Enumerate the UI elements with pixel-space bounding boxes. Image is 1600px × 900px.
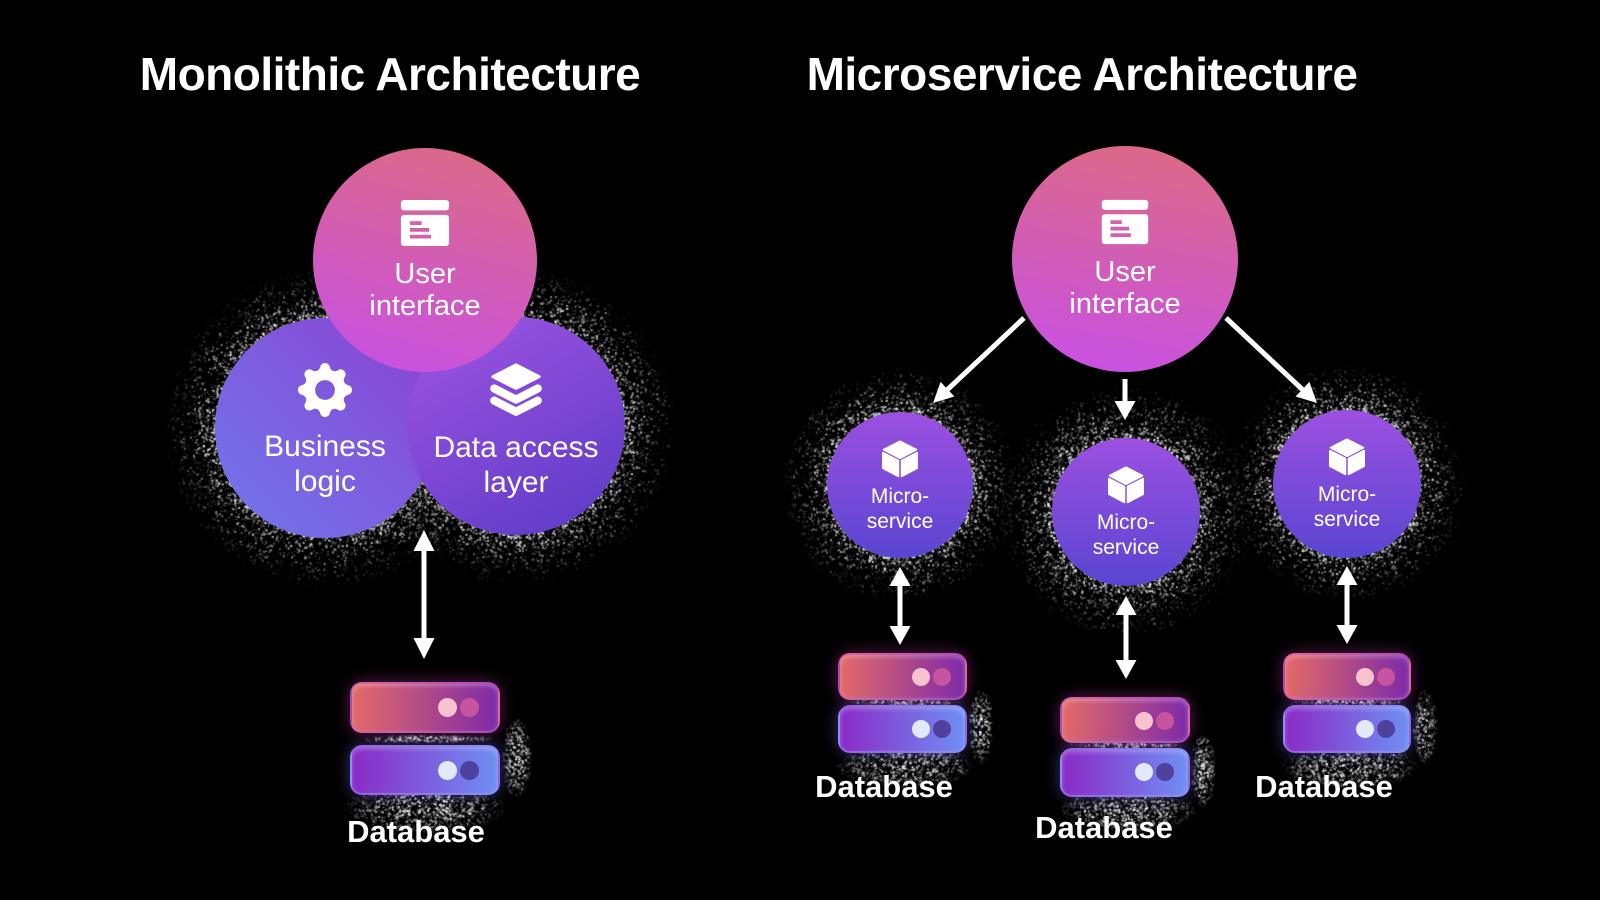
service-db-arrow-1	[890, 567, 911, 645]
monolith-db-arrow	[414, 530, 435, 659]
monolithic-title: Monolithic Architecture	[130, 48, 650, 101]
microservice-title: Microservice Architecture	[802, 48, 1362, 101]
service-db-arrow-2	[1116, 596, 1137, 679]
label-line: interface	[369, 290, 480, 322]
ui-to-service-arrow-middle	[1115, 379, 1136, 420]
browser-window-icon	[398, 198, 452, 248]
ui-to-service-arrow-left	[933, 318, 1024, 403]
circle-label: User interface	[369, 258, 480, 322]
service-db-arrow-3	[1337, 566, 1358, 644]
label-line: User	[369, 258, 480, 290]
user-interface-circle-monolith: User interface	[313, 148, 537, 372]
ui-to-service-arrow-right	[1226, 318, 1317, 403]
